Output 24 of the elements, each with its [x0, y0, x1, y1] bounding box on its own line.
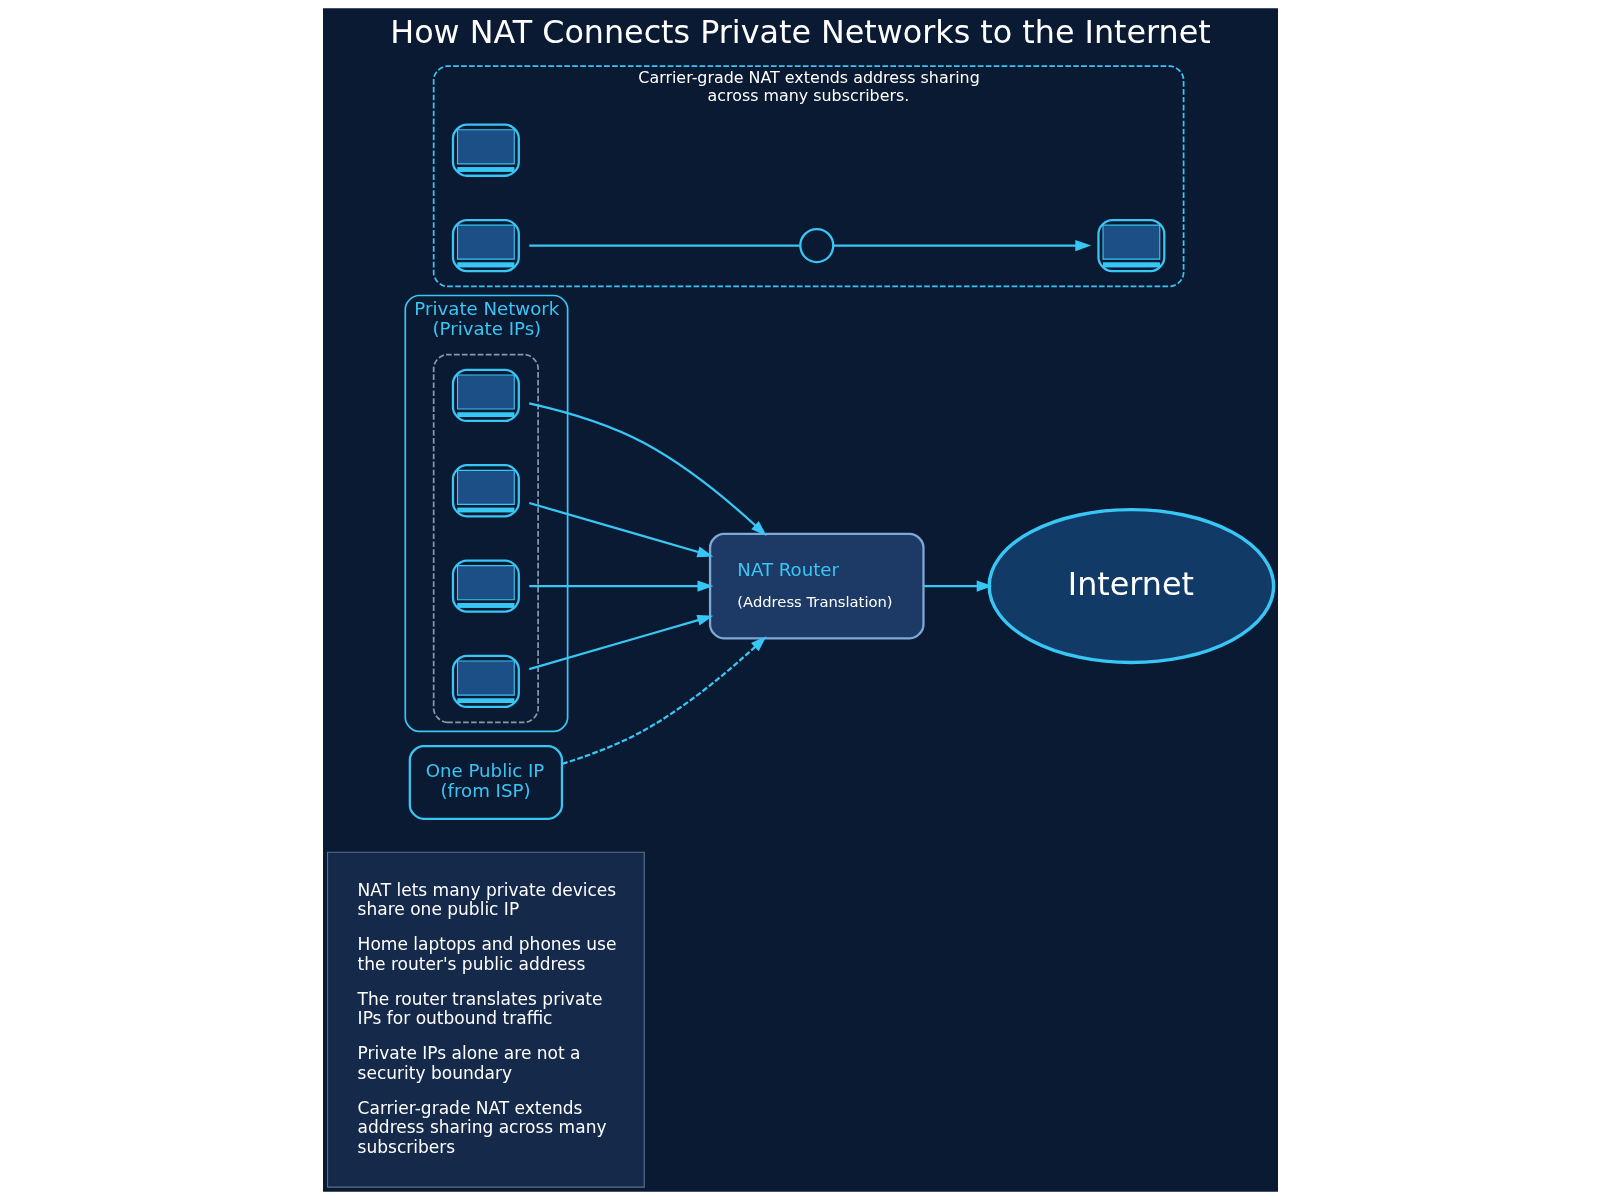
- cluster: Carrier-grade NAT extends address sharing across many subscribers.: [432, 65, 1184, 288]
- node-picture: [451, 368, 520, 423]
- arrow: [561, 636, 767, 765]
- arrow: [528, 402, 767, 536]
- node-circle: [798, 227, 834, 264]
- node-picture: [451, 559, 520, 613]
- diagram-title: How NAT Connects Private Networks to the Internet: [389, 13, 1211, 50]
- node-picture: [1096, 218, 1165, 273]
- cluster: Private Network (Private IPs): [403, 294, 568, 733]
- connector: [528, 244, 800, 247]
- arrow: [528, 614, 713, 671]
- node-box: NAT lets many private devices share one public IP Home laptops and phones use the router's public address The router translates private IPs for outbound traffic Private IPs alone are not a security boundary Carrier-grade NAT extends address sharing across many subscribers: [326, 851, 645, 1188]
- node-box: NAT Router (Address Translation): [708, 532, 925, 640]
- node-picture: [451, 654, 520, 709]
- arrow: [832, 240, 1091, 252]
- arrow: [923, 580, 993, 592]
- cluster: [432, 353, 539, 724]
- node-picture: [451, 218, 520, 273]
- arrow: [528, 580, 713, 592]
- arrow: [528, 501, 713, 558]
- node-ellipse: Internet: [986, 507, 1275, 665]
- node-picture: [451, 123, 520, 177]
- node-box: One Public IP (from ISP): [408, 745, 563, 820]
- node-picture: [451, 464, 520, 518]
